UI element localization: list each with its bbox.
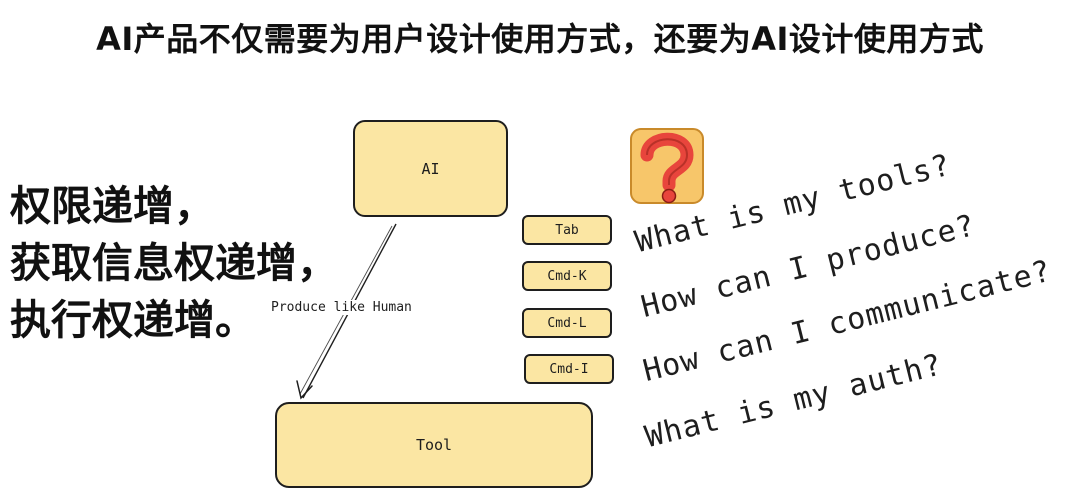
- permission-text-block: 权限递增， 获取信息权递增， 执行权递增。: [10, 178, 338, 349]
- edge-label-produce: Produce like Human: [268, 300, 415, 315]
- arrowhead: [296, 380, 313, 400]
- key-cmd-l: Cmd-L: [522, 308, 612, 338]
- question-mark-icon: [630, 128, 704, 204]
- key-cmd-k: Cmd-K: [522, 261, 612, 291]
- permission-line-2: 获取信息权递增，: [10, 239, 338, 287]
- tool-box: Tool: [275, 402, 593, 488]
- ai-box: AI: [353, 120, 508, 217]
- key-tab: Tab: [522, 215, 612, 245]
- page-title: AI产品不仅需要为用户设计使用方式，还要为AI设计使用方式: [96, 20, 984, 58]
- key-cmd-i: Cmd-I: [524, 354, 614, 384]
- permission-line-1: 权限递增，: [10, 182, 215, 230]
- permission-line-3: 执行权递增。: [10, 296, 256, 344]
